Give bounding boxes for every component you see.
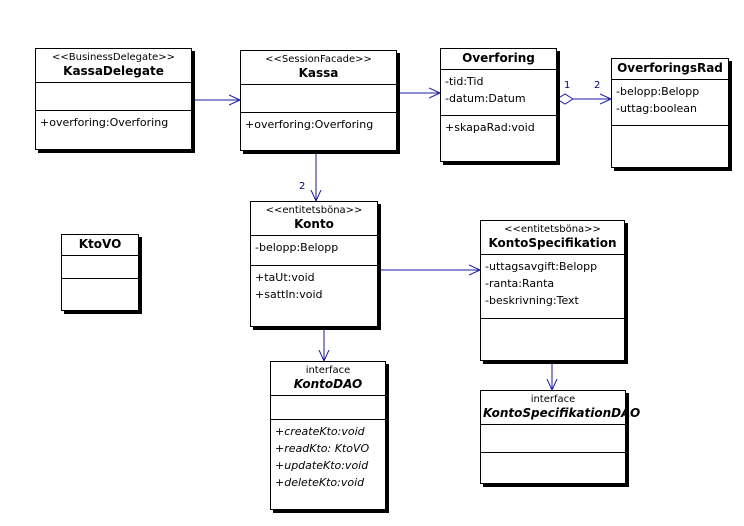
attributes-section — [36, 82, 191, 110]
class-name: KtoVO — [78, 237, 122, 251]
stereotype: <<entitetsböna>> — [504, 224, 601, 235]
class-konto-specifikation-dao: interface KontoSpecifikationDAO — [480, 390, 641, 484]
operation: +deleteKto:void — [275, 476, 365, 489]
class-overforing: Overforing -tid:Tid -datum:Datum +skapaR… — [440, 48, 557, 162]
stereotype: <<BusinessDelegate>> — [52, 52, 175, 63]
class-name: Konto — [294, 217, 334, 231]
class-konto-dao: interface KontoDAO +createKto:void +read… — [270, 361, 386, 510]
operations-section: +overforing:Overforing — [241, 112, 396, 136]
attributes-section: -uttagsavgift:Belopp -ranta:Ranta -beskr… — [481, 254, 624, 318]
operation: +overforing:Overforing — [40, 116, 169, 129]
attribute: -belopp:Belopp — [255, 241, 339, 254]
operations-section — [481, 452, 625, 459]
stereotype: interface — [530, 394, 576, 405]
class-kassa: <<SessionFacade>> Kassa +overforing:Over… — [240, 50, 397, 151]
operations-section — [62, 278, 138, 285]
aggregation-diamond — [556, 93, 574, 105]
class-kassa-delegate: <<BusinessDelegate>> KassaDelegate +over… — [35, 48, 192, 150]
attribute: -uttag:boolean — [616, 102, 697, 115]
operations-section: +taUt:void +sattIn:void — [251, 265, 377, 306]
operation: +overforing:Overforing — [245, 118, 374, 131]
class-name: KassaDelegate — [63, 64, 164, 78]
attribute: -ranta:Ranta — [485, 277, 555, 290]
operation: +taUt:void — [255, 271, 315, 284]
class-name: KontoSpecifikation — [488, 236, 617, 250]
attributes-section — [62, 255, 138, 278]
attributes-section: -belopp:Belopp -uttag:boolean — [612, 79, 728, 125]
operations-section: +createKto:void +readKto: KtoVO +updateK… — [271, 419, 385, 494]
class-overforings-rad: OverforingsRad -belopp:Belopp -uttag:boo… — [611, 58, 729, 168]
operations-section — [612, 125, 728, 132]
operation: +updateKto:void — [275, 459, 369, 472]
attribute: -tid:Tid — [445, 75, 484, 88]
class-name: OverforingsRad — [617, 61, 723, 75]
operation: +createKto:void — [275, 425, 365, 438]
class-konto: <<entitetsböna>> Konto -belopp:Belopp +t… — [250, 201, 378, 327]
multiplicity-kassa-konto: 2 — [299, 181, 306, 192]
multiplicity-overforing-source: 1 — [564, 80, 571, 91]
operations-section — [481, 318, 624, 325]
operations-section: +skapaRad:void — [441, 115, 556, 139]
attributes-section — [241, 84, 396, 112]
operations-section: +overforing:Overforing — [36, 110, 191, 134]
attribute: -belopp:Belopp — [616, 85, 700, 98]
operation: +readKto: KtoVO — [275, 442, 370, 455]
class-name: KontoDAO — [293, 377, 363, 391]
attribute: -uttagsavgift:Belopp — [485, 260, 598, 273]
class-name: KontoSpecifikationDAO — [483, 406, 641, 420]
stereotype: <<entitetsböna>> — [265, 205, 363, 216]
stereotype: interface — [305, 365, 351, 376]
attributes-section: -belopp:Belopp — [251, 235, 377, 265]
attribute: -datum:Datum — [445, 92, 526, 105]
class-name: Overforing — [462, 51, 535, 65]
multiplicity-overforingsrad-target: 2 — [594, 80, 601, 91]
attribute: -beskrivning:Text — [485, 294, 579, 307]
attributes-section — [481, 424, 625, 452]
attributes-section: -tid:Tid -datum:Datum — [441, 69, 556, 115]
class-kto-vo: KtoVO — [61, 234, 139, 311]
operation: +sattIn:void — [255, 288, 323, 301]
class-konto-specifikation: <<entitetsböna>> KontoSpecifikation -utt… — [480, 220, 625, 361]
class-name: Kassa — [298, 66, 339, 80]
operation: +skapaRad:void — [445, 121, 535, 134]
stereotype: <<SessionFacade>> — [265, 54, 372, 65]
attributes-section — [271, 395, 385, 419]
